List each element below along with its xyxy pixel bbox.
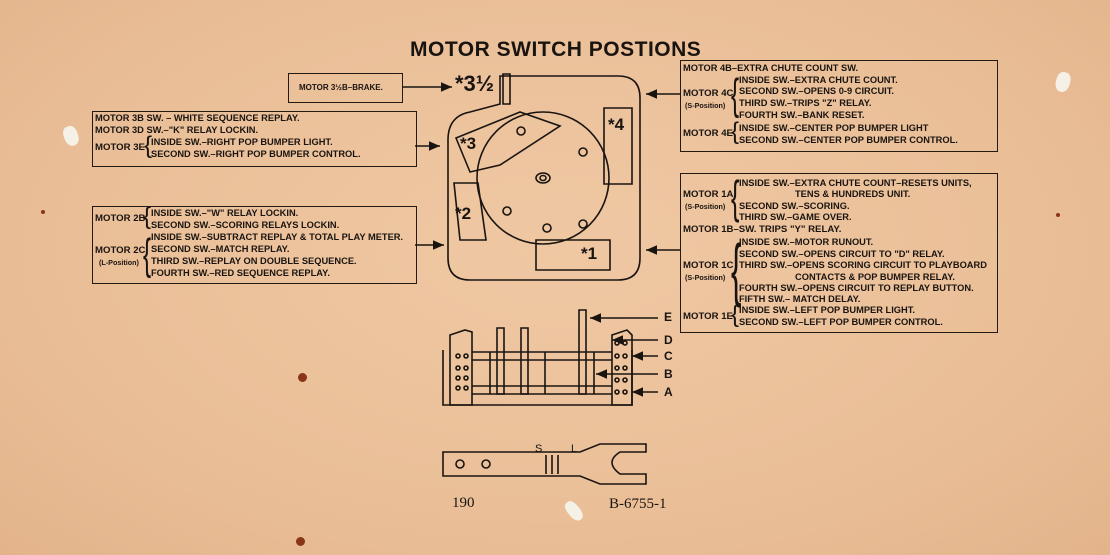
motor-3-switch-box: MOTOR 3B SW. – WHITE SEQUENCE REPLAY. MO… xyxy=(92,111,417,167)
brace: { xyxy=(143,203,152,230)
diagram-title: MOTOR SWITCH POSTIONS xyxy=(410,38,702,61)
position-4-label: *4 xyxy=(608,115,625,134)
cam-hub xyxy=(535,172,551,184)
brake-bracket xyxy=(502,73,511,105)
stack-label-b: B xyxy=(664,367,673,381)
stain-spot xyxy=(296,537,305,546)
brace: { xyxy=(731,171,740,223)
position-2-label: *2 xyxy=(455,204,472,223)
part-number: B-6755-1 xyxy=(609,496,667,512)
brace: { xyxy=(144,132,153,159)
position-3-half-label: *3½ xyxy=(455,71,495,96)
motor-4-switch-box: MOTOR 4B–EXTRA CHUTE COUNT SW. MOTOR 4C … xyxy=(680,60,998,152)
motor-2-switch-box: MOTOR 2B { INSIDE SW.–"W" RELAY LOCKIN. … xyxy=(92,203,417,284)
stain-spot xyxy=(298,373,307,382)
brake-label-box: MOTOR 3½B–BRAKE. xyxy=(288,73,403,103)
blade-letter-l: L xyxy=(571,443,578,455)
switch-3-block xyxy=(454,111,562,173)
position-3-label: *3 xyxy=(460,134,477,153)
stain-spot xyxy=(41,210,45,214)
motor-1-switch-box: MOTOR 1A (S-Position) { INSIDE SW.–EXTRA… xyxy=(680,173,998,333)
cam-wheel xyxy=(476,111,610,245)
stack-label-d: D xyxy=(664,333,673,347)
position-1-label: *1 xyxy=(581,244,598,263)
motor-base-plate xyxy=(447,75,641,281)
switch-4-block xyxy=(603,107,633,185)
stack-label-a: A xyxy=(664,385,673,399)
brace: { xyxy=(731,70,740,119)
switch-2-block xyxy=(453,182,487,241)
stack-label-e: E xyxy=(664,310,673,324)
brace: { xyxy=(731,230,742,308)
switch-1-block xyxy=(535,239,611,271)
stack-label-c: C xyxy=(664,349,673,363)
page-number: 190 xyxy=(452,495,475,511)
brace: { xyxy=(731,118,740,145)
adjusting-blade xyxy=(442,443,647,485)
brace: { xyxy=(731,301,740,328)
brace: { xyxy=(143,230,152,279)
switch-stack-side-view xyxy=(442,309,658,406)
stain-spot xyxy=(1056,213,1060,217)
blade-letter-s: S xyxy=(535,443,543,455)
